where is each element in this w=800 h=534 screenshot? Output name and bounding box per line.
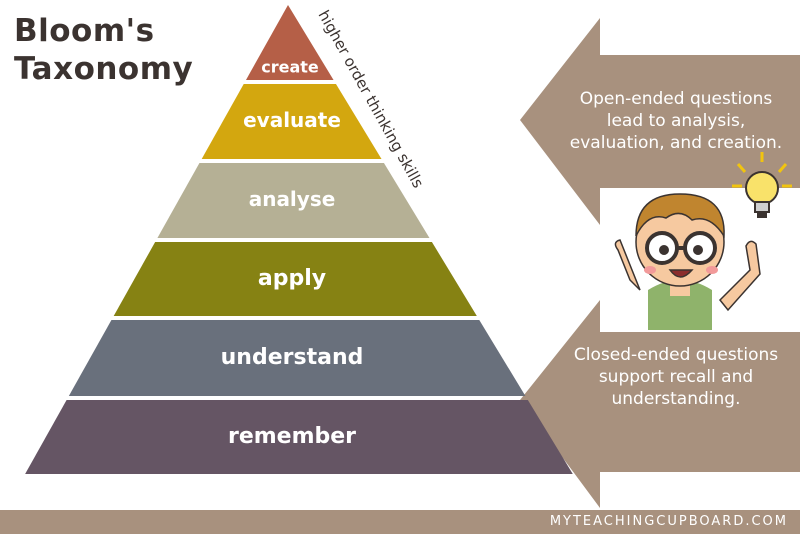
tier-label-evaluate: evaluate [243,108,341,132]
tier-label-analyse: analyse [249,187,336,211]
callout-top-line-3: evaluation, and creation. [569,133,783,153]
callout-bottom-line-1: Closed-ended questions [573,345,779,365]
title-line-1: Bloom's [14,13,155,49]
top-arrow [520,18,800,225]
footer-site-name: MYTEACHINGCUPBOARD.COM [549,514,788,529]
footer-bar: MYTEACHINGCUPBOARD.COM [0,510,800,534]
tier-create [245,5,334,80]
lightbulb-icon [732,152,792,218]
title-line-2: Taxonomy [14,51,194,87]
tier-analyse [157,163,430,238]
tier-label-apply: apply [258,266,326,291]
callout-top-line-2: lead to analysis, [606,111,746,131]
tier-label-understand: understand [221,345,364,370]
callout-open-ended: Open-ended questions lead to analysis, e… [560,88,792,154]
callout-bottom-line-3: understanding. [611,389,741,409]
boy-with-glasses-icon [600,152,800,330]
tier-apply [113,242,477,316]
tier-evaluate [201,84,382,159]
callout-bottom-line-2: support recall and [598,367,754,387]
tier-understand [68,320,526,396]
tier-remember [25,400,573,474]
tier-label-remember: remember [228,424,356,449]
tier-label-create: create [261,58,319,77]
page-title: Bloom's Taxonomy [14,12,244,88]
callout-closed-ended: Closed-ended questions support recall an… [560,344,792,410]
bottom-arrow [520,300,800,508]
callout-top-line-1: Open-ended questions [579,89,773,109]
